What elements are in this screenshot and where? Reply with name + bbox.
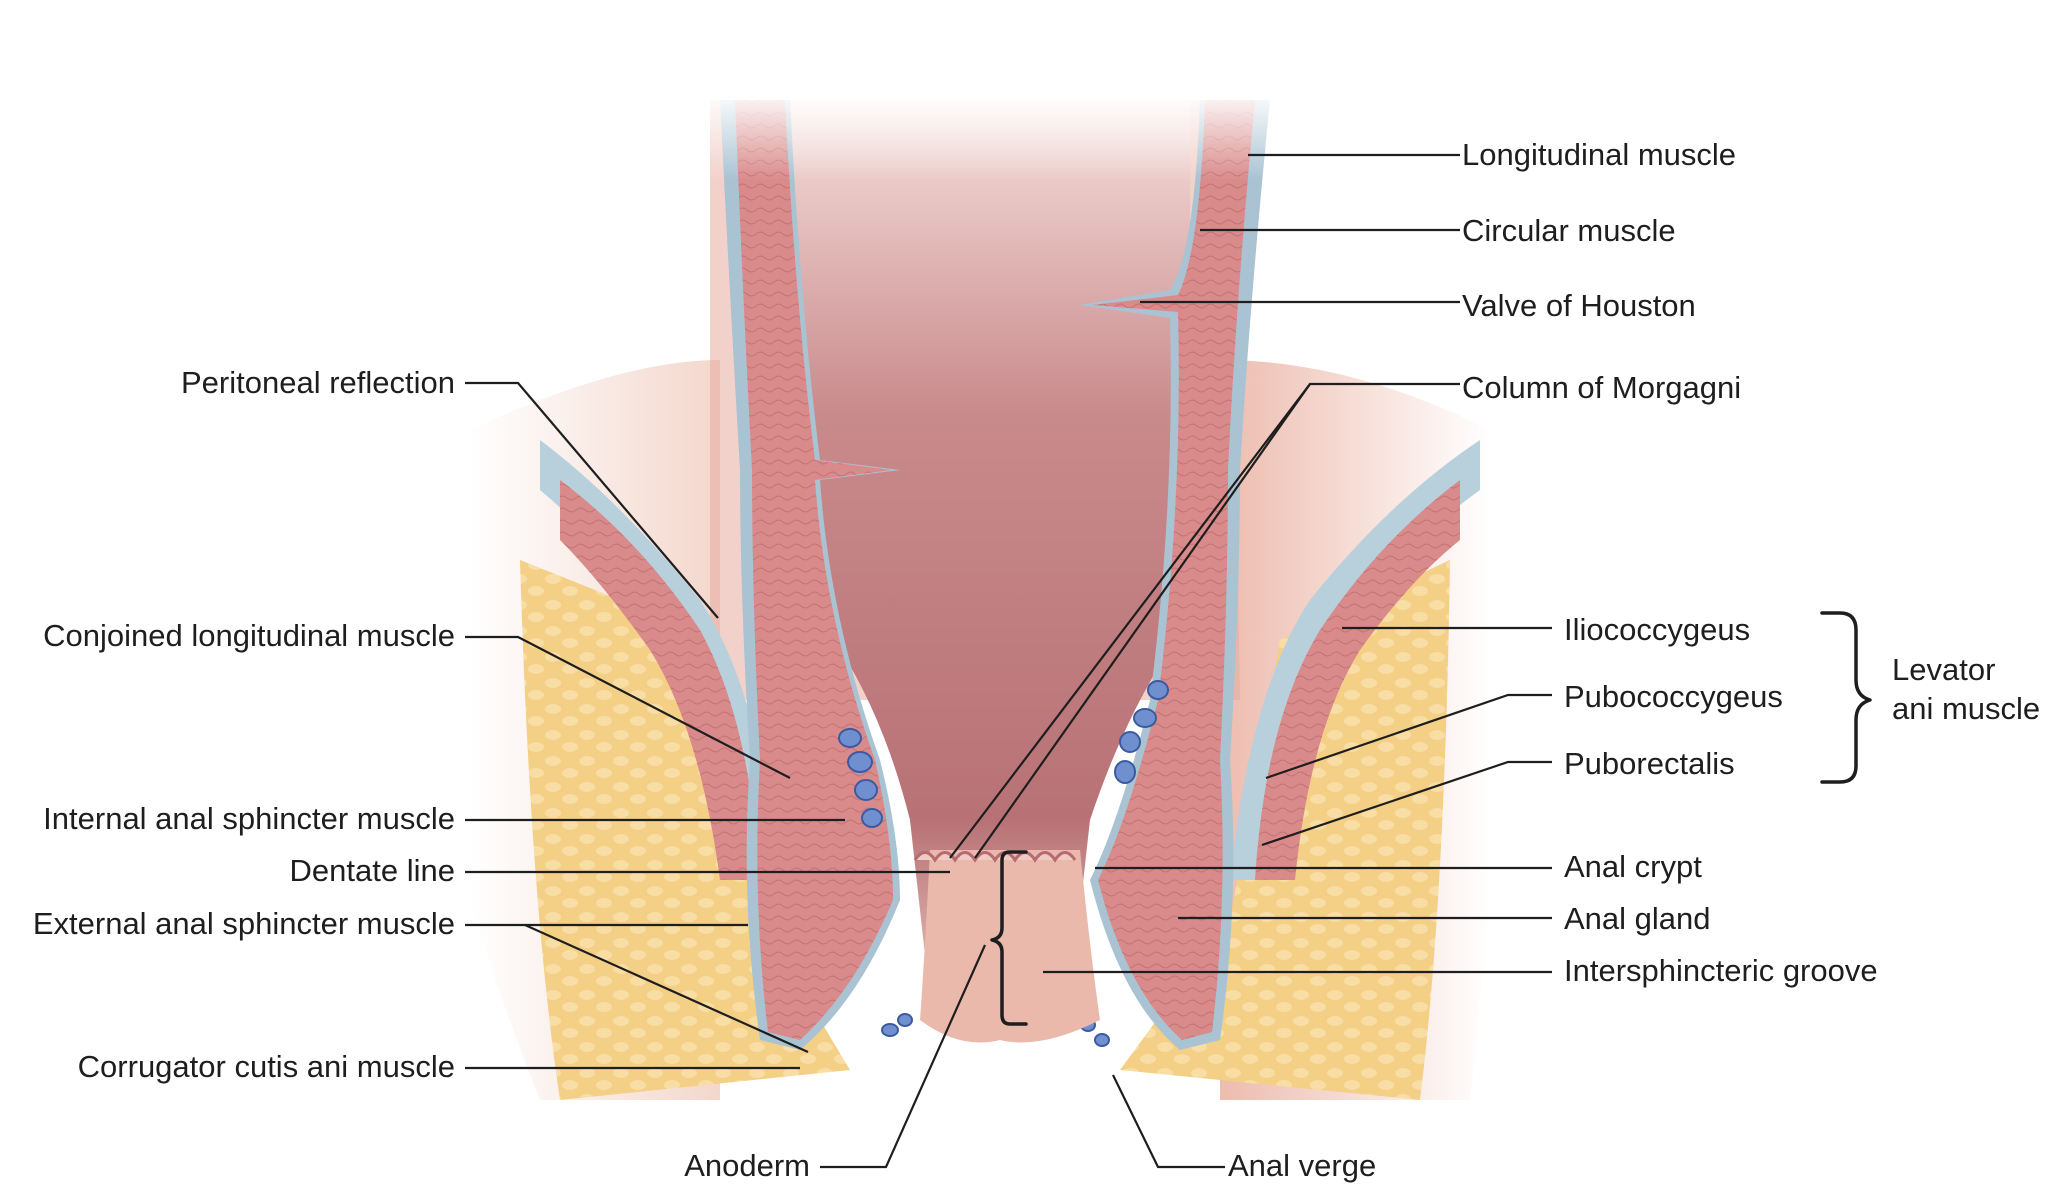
leader-peritoneal-reflection bbox=[465, 381, 719, 619]
label-pubococcygeus: Pubococcygeus bbox=[1564, 679, 1783, 714]
label-levator-line1: Levator bbox=[1892, 652, 1995, 687]
label-conjoined-longitudinal-muscle: Conjoined longitudinal muscle bbox=[43, 618, 455, 653]
rectal-wall-left bbox=[720, 100, 900, 1050]
label-iliococcygeus: Iliococcygeus bbox=[1564, 612, 1750, 647]
label-longitudinal-muscle: Longitudinal muscle bbox=[1462, 137, 1736, 172]
levator-ani-right bbox=[1230, 440, 1480, 880]
label-external-anal-sphincter-muscle: External anal sphincter muscle bbox=[33, 906, 455, 941]
label-anal-verge: Anal verge bbox=[1228, 1148, 1376, 1183]
label-column-of-morgagni: Column of Morgagni bbox=[1462, 370, 1741, 405]
anal-canal-bracket bbox=[990, 850, 1028, 1026]
leader-external-sphincter-b bbox=[524, 923, 809, 1054]
leader-column-of-morgagni-b bbox=[974, 383, 1311, 859]
top-fade bbox=[700, 90, 1280, 180]
leader-pubococcygeus bbox=[1265, 693, 1552, 780]
hemorrhoidal-veins-left bbox=[838, 728, 913, 1037]
label-levator-line2: ani muscle bbox=[1892, 691, 2040, 726]
label-anal-crypt: Anal crypt bbox=[1564, 849, 1702, 884]
dentate-line-folds bbox=[913, 851, 1077, 863]
leader-anal-verge bbox=[1112, 1074, 1225, 1169]
anal-canal-anoderm bbox=[920, 850, 1100, 1043]
rectal-lumen bbox=[790, 100, 1190, 1000]
leader-lines bbox=[465, 153, 1552, 1169]
label-valve-of-houston: Valve of Houston bbox=[1462, 288, 1696, 323]
label-puborectalis: Puborectalis bbox=[1564, 746, 1735, 781]
label-anal-gland: Anal gland bbox=[1564, 901, 1711, 936]
label-intersphincteric-groove: Intersphincteric groove bbox=[1564, 953, 1878, 988]
leader-conjoined-longitudinal bbox=[465, 635, 791, 779]
hemorrhoidal-veins-right bbox=[1080, 680, 1169, 1047]
leader-anoderm bbox=[820, 944, 987, 1169]
label-peritoneal-reflection: Peritoneal reflection bbox=[181, 365, 455, 400]
label-corrugator-cutis-ani-muscle: Corrugator cutis ani muscle bbox=[78, 1049, 455, 1084]
label-anoderm: Anoderm bbox=[684, 1148, 810, 1183]
label-internal-anal-sphincter-muscle: Internal anal sphincter muscle bbox=[43, 801, 455, 836]
label-dentate-line: Dentate line bbox=[290, 853, 455, 888]
levator-ani-bracket bbox=[1820, 611, 1872, 784]
leader-puborectalis bbox=[1261, 760, 1552, 847]
label-circular-muscle: Circular muscle bbox=[1462, 213, 1676, 248]
